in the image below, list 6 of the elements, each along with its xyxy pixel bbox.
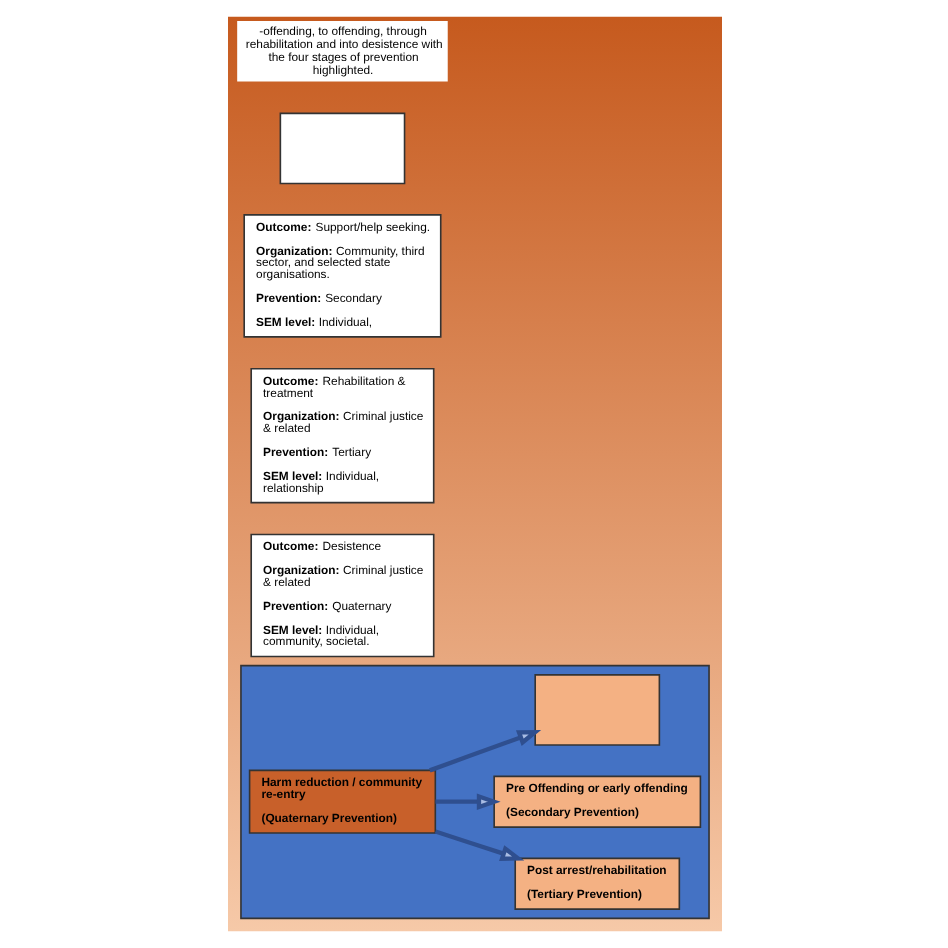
arrow: [428, 729, 541, 773]
arrow: [433, 829, 524, 861]
cluster: [239, 664, 709, 920]
node-box: [278, 112, 405, 185]
arrow: [434, 793, 500, 811]
node-box: [533, 674, 660, 746]
